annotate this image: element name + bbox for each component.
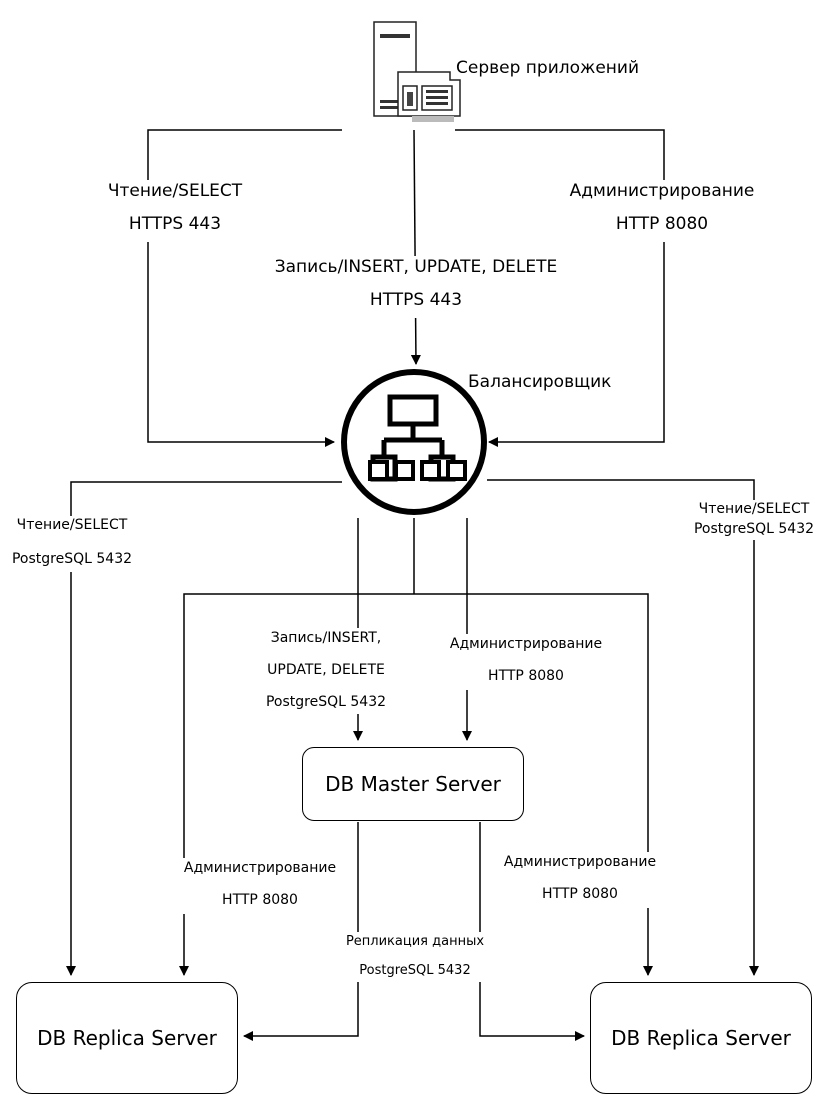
edge-app-write xyxy=(410,129,421,365)
db-master-label: DB Master Server xyxy=(325,772,501,796)
edge-label-app-write: Запись/INSERT, UPDATE, DELETE HTTPS 443 xyxy=(254,256,578,318)
edge-label-bal-admin-master: Администрирование HTTP 8080 xyxy=(440,634,612,690)
edge-app-read xyxy=(147,129,342,447)
edge-label-bal-read-right: Чтение/SELECT PostgreSQL 5432 xyxy=(686,500,822,540)
load-balancer-leaves xyxy=(368,460,467,481)
edge-label-app-read: Чтение/SELECT HTTPS 443 xyxy=(100,180,250,242)
edge-label-app-admin: Администрирование HTTP 8080 xyxy=(558,180,766,242)
edge-replication xyxy=(243,822,585,1041)
edge-bal-read-left xyxy=(66,481,342,976)
server-icon xyxy=(373,21,461,122)
app-server-label: Сервер приложений xyxy=(456,58,639,78)
edge-label-replication: Репликация данных PostgreSQL 5432 xyxy=(330,932,500,982)
edge-label-bal-read-left: Чтение/SELECT PostgreSQL 5432 xyxy=(4,516,140,572)
db-master-server: DB Master Server xyxy=(302,747,524,821)
edge-label-bal-admin-left: Администрирование HTTP 8080 xyxy=(174,858,346,914)
db-replica-server-left: DB Replica Server xyxy=(16,982,238,1094)
balancer-label: Балансировщик xyxy=(468,372,612,392)
edge-label-bal-admin-right: Администрирование HTTP 8080 xyxy=(494,852,666,908)
edge-bal-read-right xyxy=(487,479,759,976)
db-replica-server-right: DB Replica Server xyxy=(590,982,812,1094)
edge-bal-admin-replicas xyxy=(179,518,653,976)
db-replica-left-label: DB Replica Server xyxy=(37,1026,217,1050)
edge-label-bal-write-master: Запись/INSERT, UPDATE, DELETE PostgreSQL… xyxy=(256,628,396,714)
edge-app-admin xyxy=(455,129,665,447)
load-balancer-icon xyxy=(341,369,487,515)
db-replica-right-label: DB Replica Server xyxy=(611,1026,791,1050)
